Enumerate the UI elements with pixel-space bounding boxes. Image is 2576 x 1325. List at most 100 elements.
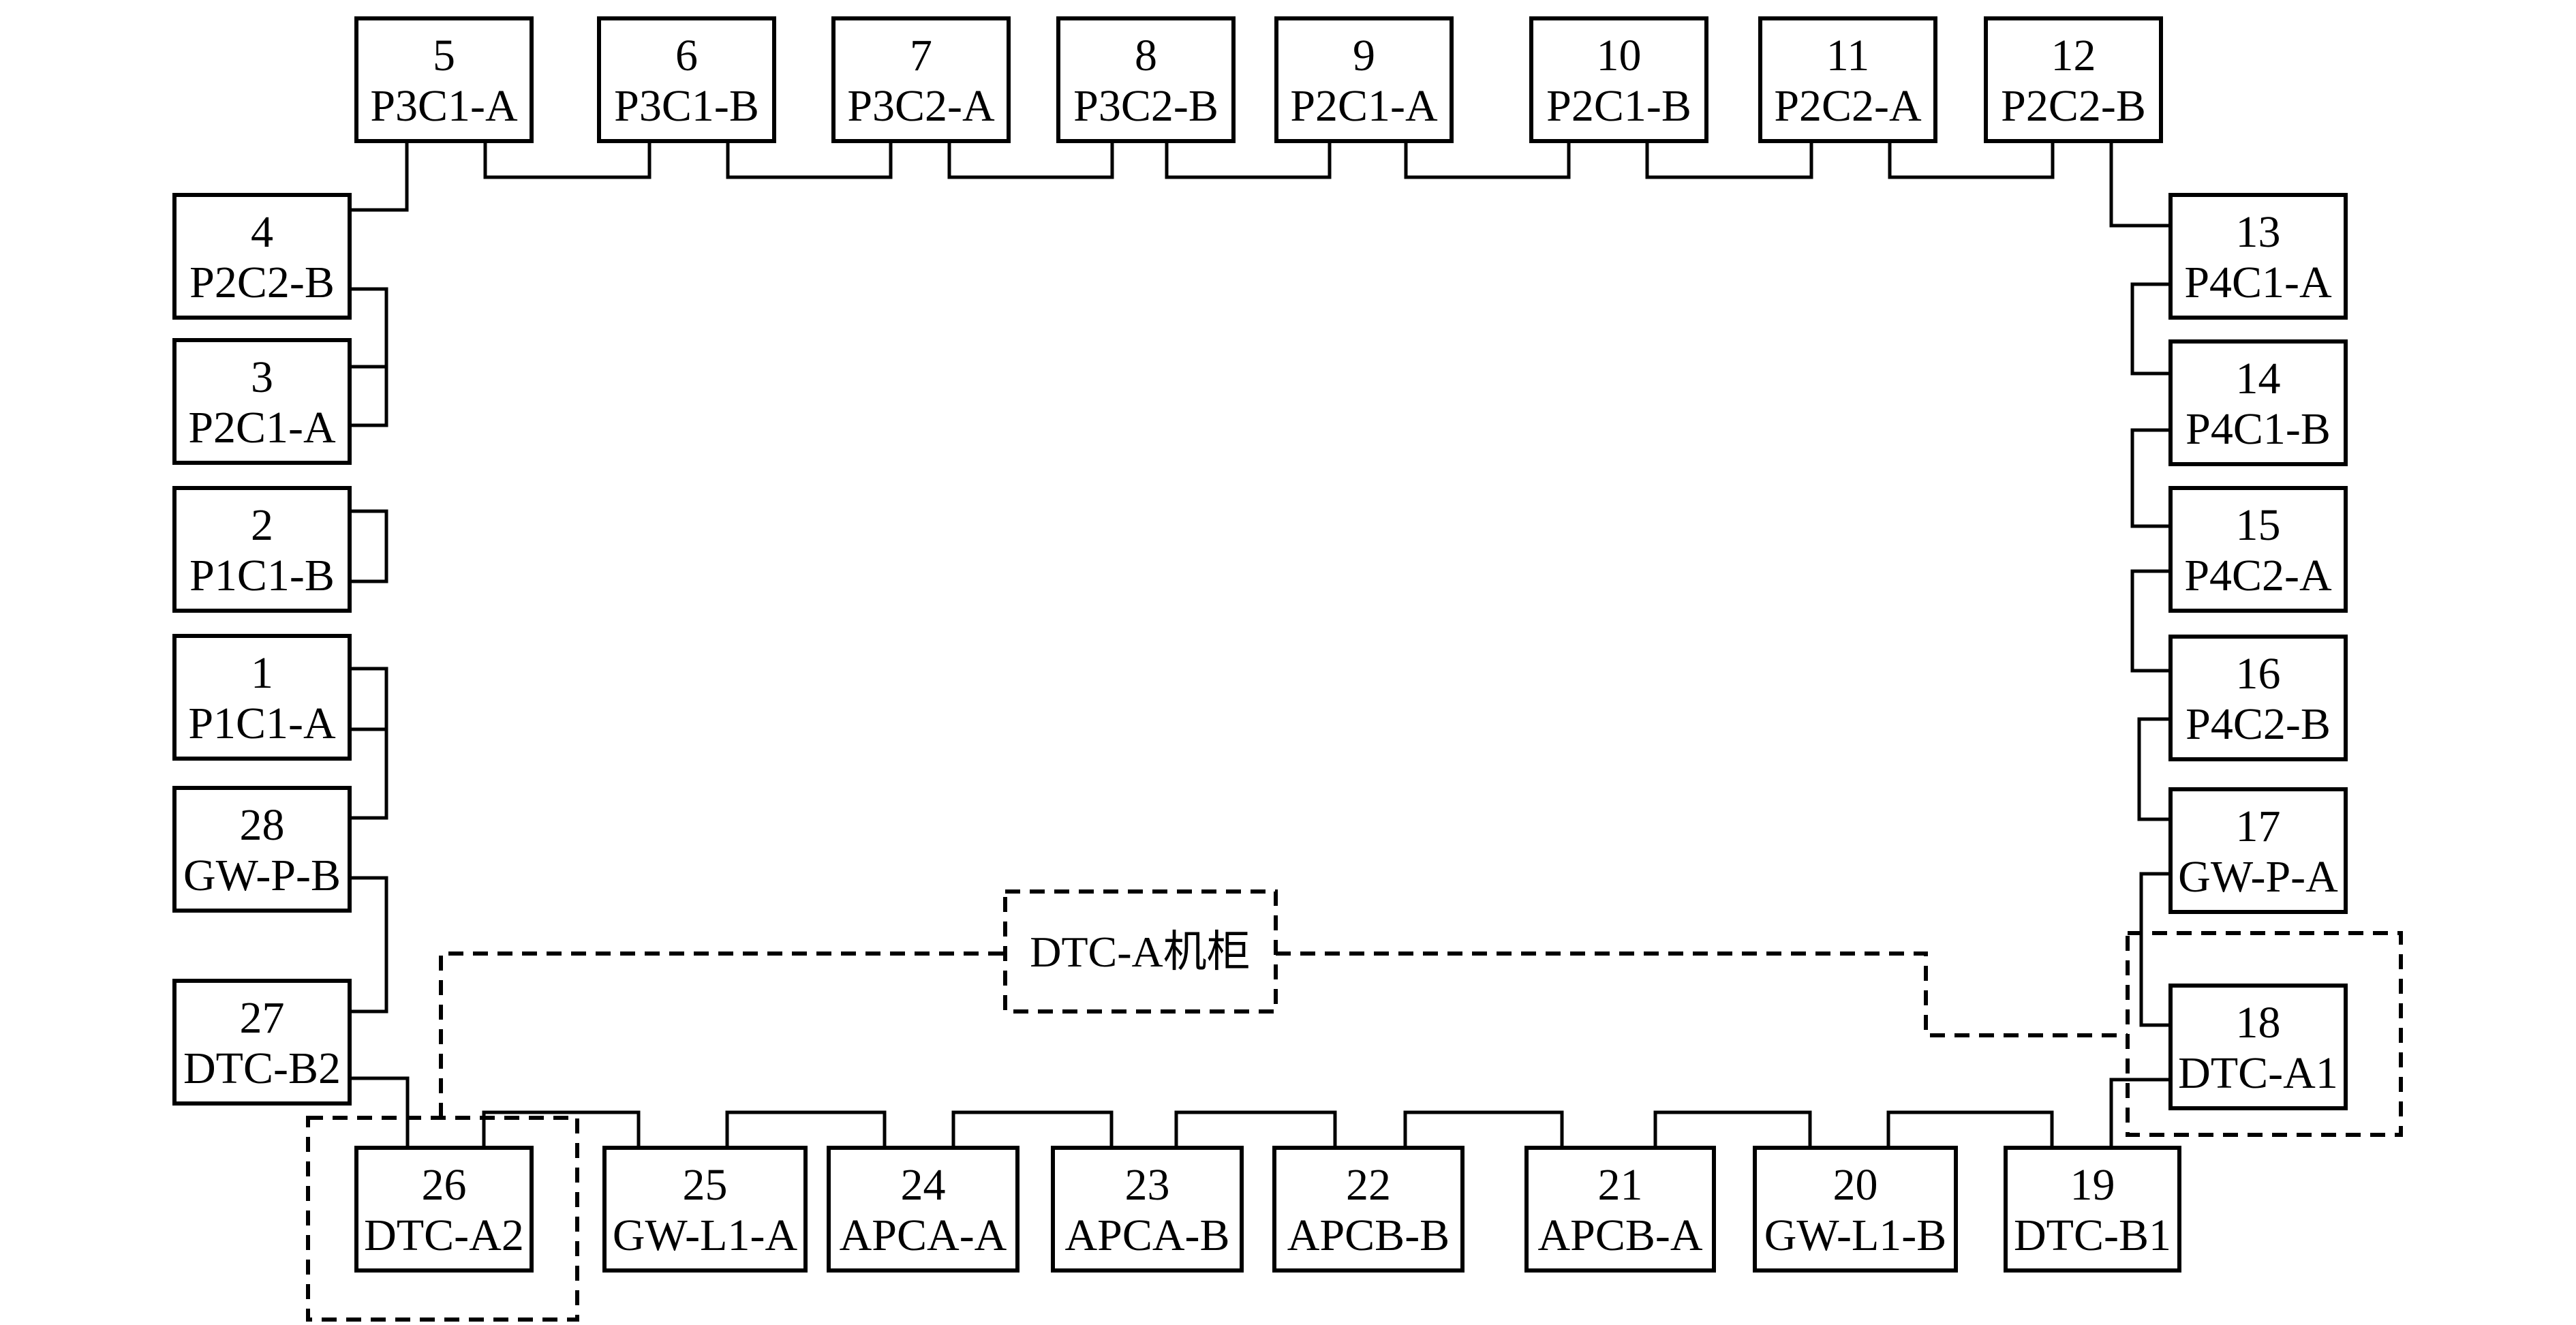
- node-box[interactable]: [827, 1146, 1019, 1273]
- node-box[interactable]: [172, 193, 352, 320]
- node-box[interactable]: [2168, 486, 2348, 613]
- node-number: 1: [251, 648, 273, 698]
- ring-link: [1403, 1110, 1564, 1150]
- node-name: DTC-A2: [364, 1210, 524, 1260]
- node-box[interactable]: [172, 786, 352, 913]
- node-box[interactable]: [2168, 635, 2348, 761]
- ring-link: [348, 509, 388, 583]
- node-box[interactable]: [602, 1146, 808, 1273]
- node-number: 14: [2236, 354, 2281, 403]
- node-number: 24: [901, 1160, 946, 1210]
- node-box[interactable]: [2168, 193, 2348, 320]
- node-box[interactable]: [1753, 1146, 1958, 1273]
- ring-link: [1653, 1110, 1812, 1150]
- node-box[interactable]: [1056, 16, 1236, 143]
- node-box[interactable]: [1274, 16, 1454, 143]
- ring-link: [348, 139, 409, 212]
- node-box[interactable]: [1051, 1146, 1244, 1273]
- node-number: 6: [675, 31, 698, 80]
- ring-link: [725, 1110, 887, 1150]
- node-name: P3C2-B: [1073, 81, 1218, 131]
- node-number: 15: [2236, 500, 2281, 550]
- node-number: 22: [1346, 1160, 1391, 1210]
- ring-link: [2130, 428, 2173, 528]
- node-number: 8: [1135, 31, 1157, 80]
- node-box[interactable]: [2168, 787, 2348, 914]
- dtc-a-cabinet-outline: DTC-A机柜: [306, 889, 2403, 1322]
- node-number: 5: [433, 31, 455, 80]
- node-number: 21: [1598, 1160, 1643, 1210]
- node-box[interactable]: [2168, 339, 2348, 466]
- ring-link: [947, 139, 1114, 179]
- ring-link: [726, 139, 893, 179]
- node-box[interactable]: [831, 16, 1011, 143]
- node-box[interactable]: [2168, 984, 2348, 1110]
- node-number: 23: [1125, 1160, 1170, 1210]
- node-number: 27: [240, 993, 285, 1043]
- ring-link: [348, 365, 388, 427]
- node-box[interactable]: [172, 486, 352, 613]
- node-number: 18: [2236, 998, 2281, 1048]
- node-name: P2C1-A: [1290, 81, 1438, 131]
- node-name: APCA-B: [1064, 1210, 1229, 1260]
- ring-link: [348, 727, 388, 820]
- node-number: 2: [251, 500, 273, 550]
- node-box[interactable]: [2004, 1146, 2181, 1273]
- node-box[interactable]: [354, 16, 534, 143]
- node-box[interactable]: [1272, 1146, 1465, 1273]
- node-box[interactable]: [172, 634, 352, 761]
- ring-link: [348, 876, 388, 1014]
- node-box[interactable]: [354, 1146, 534, 1273]
- node-box[interactable]: [1984, 16, 2163, 143]
- cabinet-label: DTC-A机柜: [1030, 928, 1251, 976]
- node-name: P3C1-B: [614, 81, 759, 131]
- node-box[interactable]: [172, 979, 352, 1106]
- node-number: 26: [422, 1160, 467, 1210]
- node-box[interactable]: [1529, 16, 1708, 143]
- ring-links: [348, 139, 2173, 1150]
- ring-link: [2137, 717, 2173, 821]
- node-box[interactable]: [1524, 1146, 1716, 1273]
- node-name: GW-P-B: [183, 851, 341, 900]
- node-box[interactable]: [1758, 16, 1937, 143]
- ring-link: [348, 287, 388, 369]
- node-name: GW-L1-B: [1764, 1210, 1947, 1260]
- node-box[interactable]: [172, 338, 352, 465]
- node-box[interactable]: [597, 16, 776, 143]
- ring-link: [1174, 1110, 1337, 1150]
- node-number: 25: [683, 1160, 728, 1210]
- ring-link: [2139, 872, 2173, 1027]
- cabinet-boundary-left: [439, 951, 1005, 1118]
- ring-link: [2109, 139, 2173, 228]
